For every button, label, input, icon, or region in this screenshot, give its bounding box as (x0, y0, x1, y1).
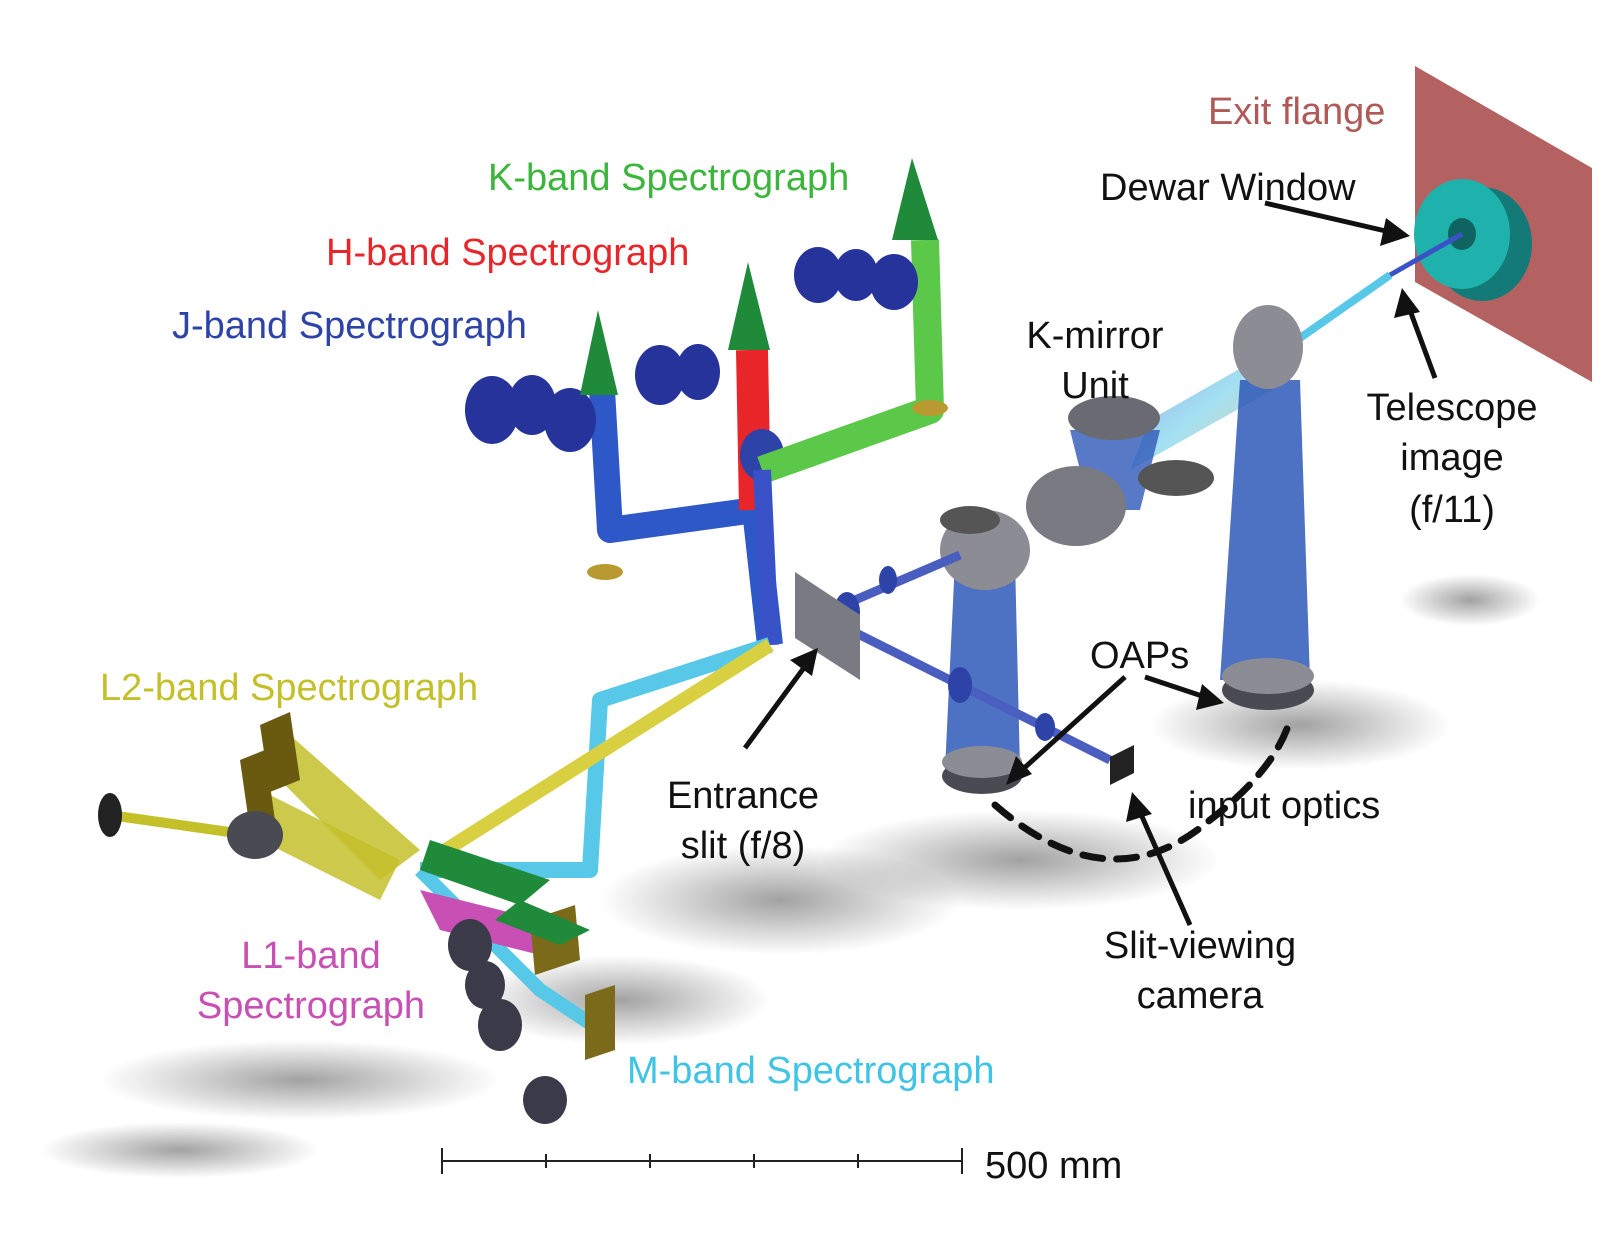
l1-band-label-line2: Spectrograph (197, 985, 425, 1027)
m-band-label: M-band Spectrograph (627, 1050, 995, 1092)
k-mirror-unit (1026, 396, 1214, 546)
k-band-spectrograph (757, 158, 948, 484)
jhk-common-path (753, 469, 779, 646)
l2-band-label: L2-band Spectrograph (100, 667, 478, 709)
j-band-label: J-band Spectrograph (172, 305, 527, 347)
l1-band-spectrograph (420, 890, 590, 1124)
oaps-label: OAPs (1090, 635, 1189, 677)
entrance-slit-label-line2: slit (f/8) (681, 825, 806, 867)
dewar-window-label: Dewar Window (1100, 167, 1356, 209)
scale-bar (441, 1148, 963, 1174)
k-mirror-label-line1: K-mirror (1026, 315, 1164, 357)
oap-arrow-left (1020, 675, 1127, 772)
floor-shadows (40, 574, 1540, 1178)
entrance-slit-plate (795, 572, 860, 680)
input-optics-label: input optics (1188, 785, 1380, 827)
dewar-window-arrow (1264, 200, 1391, 235)
slit-camera-label-line2: camera (1137, 975, 1265, 1017)
telescope-image-arrow (1405, 304, 1438, 379)
dewar-window (1414, 179, 1532, 301)
left-oap-tower (940, 506, 1030, 794)
k-mirror-label-line2: Unit (1061, 365, 1129, 407)
right-oap-tower (1220, 305, 1314, 710)
k-band-label: K-band Spectrograph (488, 157, 849, 199)
telescope-label-line2: image (1400, 437, 1504, 479)
telescope-label-line1: Telescope (1366, 387, 1537, 429)
oap-arrow-right (1144, 674, 1206, 700)
input-optics-arc (991, 716, 1294, 863)
h-band-label: H-band Spectrograph (326, 232, 689, 274)
slit-camera-arrow (1137, 810, 1193, 927)
l1-band-label-line1: L1-band (241, 935, 380, 977)
slit-viewing-camera (1110, 745, 1134, 785)
entrance-slit-arrow (742, 663, 809, 750)
exit-flange-label: Exit flange (1208, 91, 1385, 133)
l2-band-spectrograph (98, 639, 774, 905)
entrance-slit-label-line1: Entrance (667, 775, 819, 817)
j-band-spectrograph (465, 310, 783, 647)
scale-bar-label: 500 mm (985, 1145, 1122, 1187)
slit-camera-label-line1: Slit-viewing (1104, 925, 1296, 967)
telescope-label-line3: (f/11) (1409, 489, 1495, 531)
annotation-arrows (742, 200, 1438, 927)
